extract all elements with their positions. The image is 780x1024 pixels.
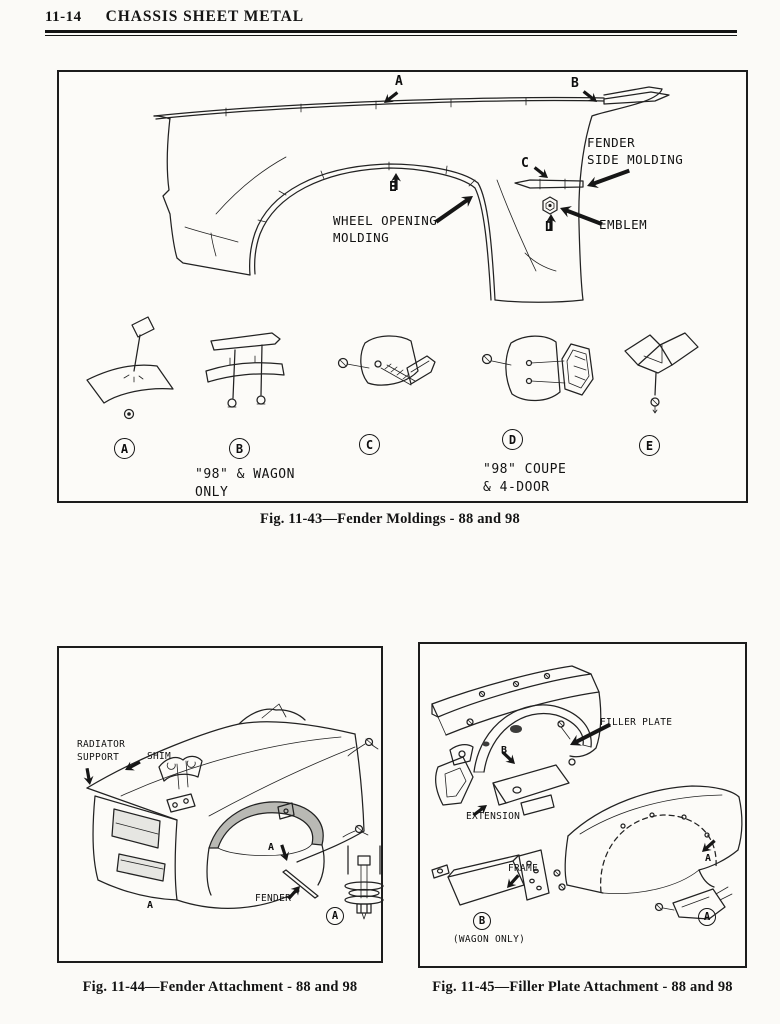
frame-horn: [492, 764, 570, 804]
part-circle-d: D: [502, 429, 523, 450]
part-circle-a: A: [114, 438, 135, 459]
part-circle-c: C: [359, 434, 380, 455]
label-wheel-opening-molding: WHEEL OPENING MOLDING: [333, 213, 438, 245]
figure-11-44-caption: Fig. 11-44—Fender Attachment - 88 and 98: [82, 979, 358, 995]
callout-d: D: [545, 220, 553, 235]
page-title: CHASSIS SHEET METAL: [105, 8, 304, 25]
label-shim: SHIM: [147, 751, 172, 762]
extension-part: [435, 756, 474, 806]
callout-b: B: [571, 76, 579, 91]
figure-11-43-caption: Fig. 11-43—Fender Moldings - 88 and 98: [260, 511, 520, 527]
callout-a: A: [395, 74, 403, 89]
fender-molding-strip: [282, 869, 319, 899]
label-fender: FENDER: [255, 893, 292, 904]
wheel-arch-inner: [254, 167, 492, 301]
note-98-wagon-only: "98" & WAGON ONLY: [195, 467, 295, 500]
header-rule-thick: [45, 30, 737, 33]
fender-moldings-drawing: [86, 86, 699, 420]
callout-e: E: [389, 180, 397, 195]
label-radiator-support: RADIATOR SUPPORT: [77, 739, 126, 763]
part-circle-e: E: [639, 435, 660, 456]
label-frame: FRAME: [508, 863, 539, 874]
detail-circle-b: B: [473, 912, 491, 930]
figure-11-45-caption: Fig. 11-45—Filler Plate Attachment - 88 …: [432, 979, 733, 995]
label-filler-plate: FILLER PLATE: [600, 717, 673, 728]
detail-circle-a: A: [326, 907, 344, 925]
page-number: 11-14: [45, 9, 82, 25]
fender-attachment-drawing: [82, 703, 384, 920]
callout-c: C: [521, 156, 529, 171]
rear-molding-b: [603, 91, 670, 105]
fender-part: [567, 785, 740, 837]
wheel-opening: [208, 801, 324, 849]
figure-filler-plate-attachment: FILLER PLATE EXTENSION B FRAME A B (WAGO…: [418, 642, 747, 968]
callout-a: A: [705, 853, 712, 864]
part-circle-b: B: [229, 438, 250, 459]
figure-fender-attachment: RADIATOR SUPPORT SHIM A FENDER A A: [57, 646, 384, 963]
car-front-art: [86, 703, 384, 920]
fender-side-molding-part: [514, 179, 584, 189]
label-emblem: EMBLEM: [599, 217, 648, 232]
shim-part: [158, 755, 203, 782]
callout-b: B: [501, 745, 508, 756]
filler-plate-art: [431, 665, 743, 920]
callout-a: A: [268, 842, 275, 853]
fender-outline-art: [153, 86, 670, 303]
note-98-coupe-4door: "98" COUPE & 4-DOOR: [483, 462, 567, 495]
filler-plate-attachment-drawing: [431, 665, 743, 920]
small-a-marker: A: [147, 900, 154, 911]
emblem-part: [542, 196, 558, 215]
page-header: 11-14 CHASSIS SHEET METAL: [45, 8, 304, 26]
label-fender-side-molding: FENDER SIDE MOLDING: [587, 135, 684, 167]
wheelhouse-arch: [473, 704, 592, 773]
header-rule-thin: [45, 35, 737, 36]
figure-fender-moldings: A B C D E FENDER SIDE MOLDING WHEEL OPEN…: [57, 70, 748, 503]
detail-circle-a: A: [698, 908, 716, 926]
label-extension: EXTENSION: [466, 811, 521, 822]
molding-parts-art: [86, 316, 699, 420]
label-wagon-only: (WAGON ONLY): [452, 934, 526, 945]
